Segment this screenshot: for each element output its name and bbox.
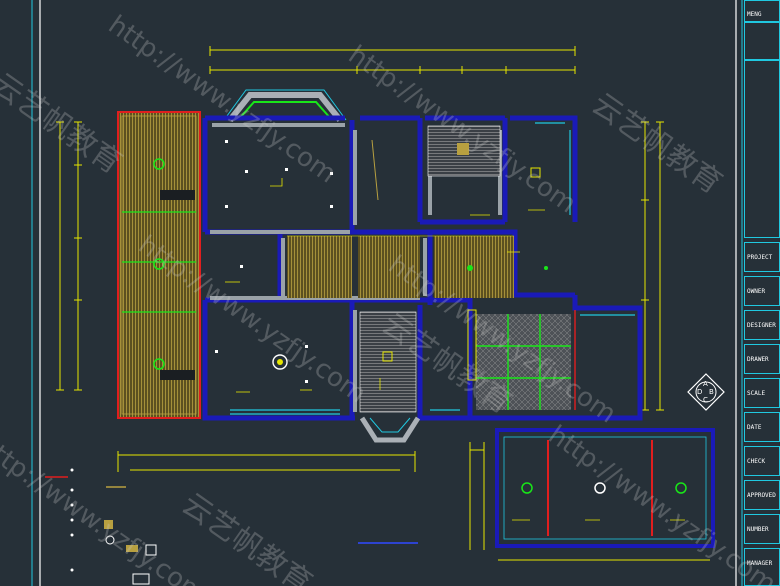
dimension-lines <box>56 46 710 561</box>
balcony <box>117 111 201 419</box>
compass-icon: A B C D <box>687 373 725 411</box>
title-block-top-label: MENG <box>747 11 762 18</box>
compass-letter-b: B <box>709 388 714 396</box>
title-block-notes-cell <box>744 60 780 238</box>
decor-squares <box>371 139 541 362</box>
title-block-drawer-label: DRAWER <box>747 356 769 363</box>
compass-letter-a: A <box>703 380 708 388</box>
title-block-manager-label: MANAGER <box>747 560 773 567</box>
title-block-project-label: PROJECT <box>747 254 773 261</box>
drawing-frame <box>31 0 743 586</box>
leader-lines <box>225 178 545 393</box>
compass-letter-d: D <box>697 388 702 396</box>
lower-right-room <box>358 428 715 548</box>
title-block-owner-label: OWNER <box>747 288 766 295</box>
title-block-logo-cell <box>744 22 780 60</box>
bathroom-tiles <box>467 309 576 410</box>
fixtures <box>215 140 333 383</box>
compass-letter-c: C <box>703 396 708 404</box>
wood-floor <box>287 235 514 298</box>
title-block-date-label: DATE <box>747 424 762 431</box>
bay-window <box>223 89 347 122</box>
title-block-approved-label: APPROVED <box>747 492 776 499</box>
title-block-designer-label: DESIGNER <box>747 322 776 329</box>
title-block-check-label: CHECK <box>747 458 766 465</box>
ceiling-lights <box>153 158 548 370</box>
windows <box>230 122 635 415</box>
title-block-number-label: NUMBER <box>747 526 769 533</box>
stair-areas <box>359 125 501 443</box>
title-block-manager-cell <box>744 548 780 586</box>
legend-symbols <box>45 468 157 585</box>
title-block-scale-label: SCALE <box>747 390 766 397</box>
